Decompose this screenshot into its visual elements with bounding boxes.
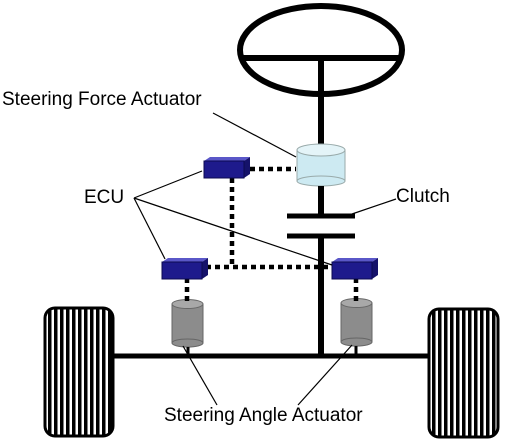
ecu-label: ECU: [84, 187, 125, 208]
ecu-box-left: [161, 258, 208, 280]
steering-angle-actuator-left: [171, 299, 204, 348]
leader-lines: [133, 112, 397, 406]
clutch: [287, 213, 355, 239]
ecu-signal-lines: [184, 166, 359, 303]
steering-angle-actuator-label: Steering Angle Actuator: [164, 405, 363, 426]
clutch-label: Clutch: [396, 186, 450, 207]
left-wheel: [43, 306, 115, 438]
steering-force-actuator-label: Steering Force Actuator: [2, 89, 202, 110]
ecu-box-right: [331, 258, 378, 280]
steering-angle-actuator-right: [340, 298, 373, 347]
ecu-box-top: [203, 157, 250, 179]
right-wheel: [427, 307, 500, 439]
steering-force-actuator: [296, 143, 346, 187]
